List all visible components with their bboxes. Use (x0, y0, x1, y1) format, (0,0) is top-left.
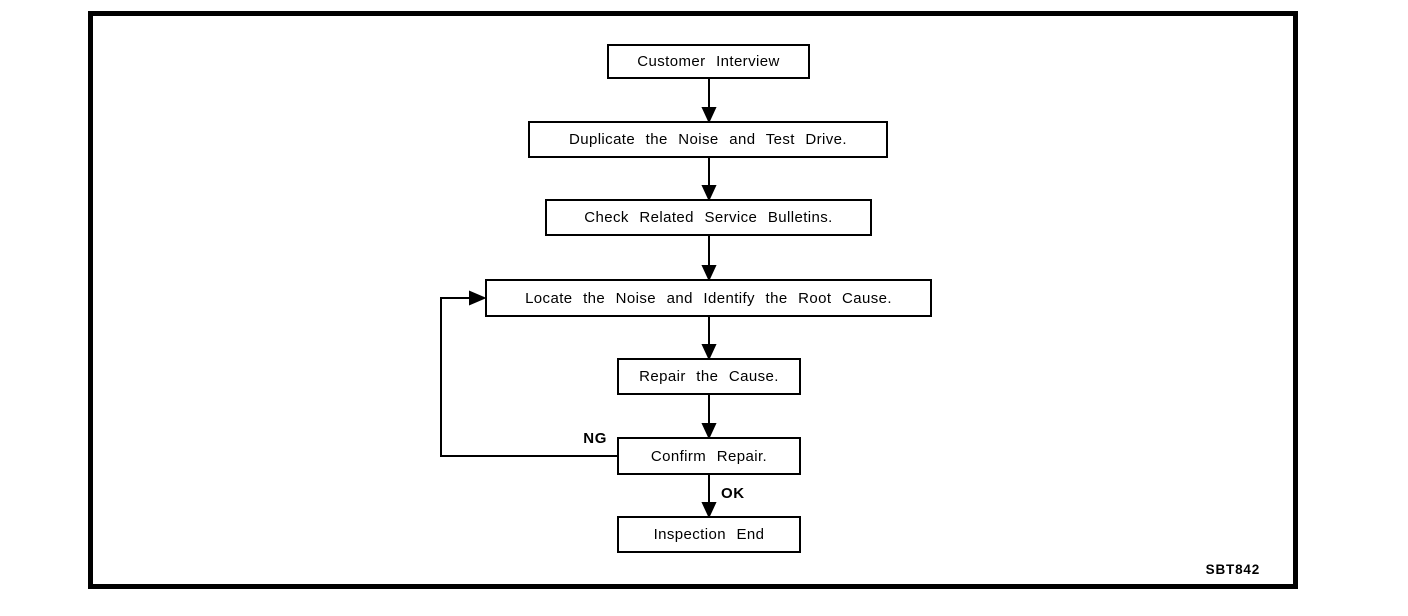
ng-loop-line (440, 297, 617, 457)
node-customer-interview: Customer Interview (607, 44, 810, 79)
node-label: Locate the Noise and Identify the Root C… (525, 289, 892, 307)
node-label: Check Related Service Bulletins. (584, 209, 833, 226)
arrowhead-4 (701, 344, 717, 361)
arrowhead-2 (701, 185, 717, 202)
edge-label-ok: OK (721, 485, 745, 502)
node-label: Repair the Cause. (639, 368, 779, 385)
node-check-bulletins: Check Related Service Bulletins. (545, 199, 872, 236)
edge-label-ng: NG (583, 430, 607, 447)
figure-border (88, 11, 1298, 589)
arrowhead-3 (701, 265, 717, 282)
node-confirm-repair: Confirm Repair. (617, 437, 801, 475)
node-label: Customer Interview (637, 53, 780, 70)
node-repair-cause: Repair the Cause. (617, 358, 801, 395)
node-label: Inspection End (653, 526, 765, 543)
arrowhead-1 (701, 107, 717, 124)
arrowhead-6 (701, 502, 717, 519)
node-duplicate-noise: Duplicate the Noise and Test Drive. (528, 121, 888, 158)
ng-loop-arrowhead (469, 290, 487, 306)
node-label: Confirm Repair. (650, 447, 768, 465)
figure-code: SBT842 (1205, 562, 1260, 577)
arrowhead-5 (701, 423, 717, 440)
node-label: Duplicate the Noise and Test Drive. (568, 131, 847, 148)
node-inspection-end: Inspection End (617, 516, 801, 553)
node-locate-noise: Locate the Noise and Identify the Root C… (485, 279, 932, 317)
